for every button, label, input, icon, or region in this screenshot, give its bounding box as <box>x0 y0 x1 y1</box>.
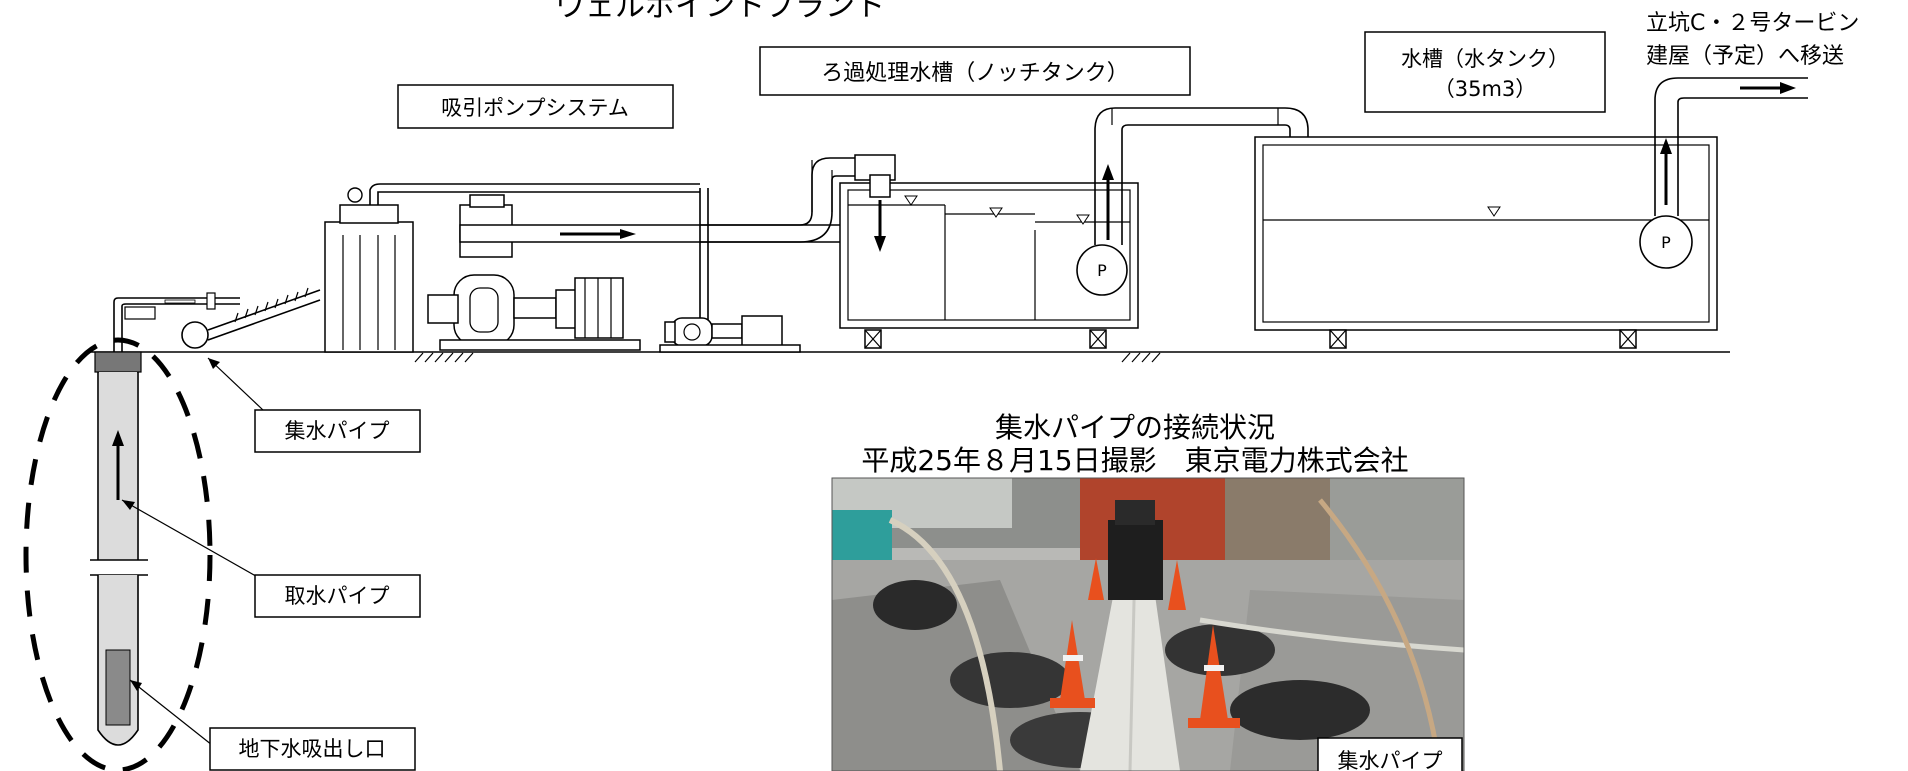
well-dashed-circle <box>23 337 213 771</box>
label-water-tank: 水槽（水タンク） （35m3） <box>1364 31 1606 113</box>
svg-text:地下水吸出し口: 地下水吸出し口 <box>239 737 386 761</box>
callout-intake-pipe: 取水パイプ <box>121 499 421 618</box>
overhead-pipe <box>459 224 901 243</box>
photo-caption-title: 集水パイプの接続状況 <box>995 411 1275 444</box>
water-tank: P <box>1254 77 1808 349</box>
svg-text:集水パイプ: 集水パイプ <box>285 419 390 443</box>
well-pipe <box>90 297 160 746</box>
label-suction-pump-system: 吸引ポンプシステム <box>397 84 674 129</box>
suction-pump-system <box>324 183 901 353</box>
callout-collection-pipe: 集水パイプ <box>207 357 421 453</box>
svg-text:吸引ポンプシステム: 吸引ポンプシステム <box>441 96 629 120</box>
photo-inner-label: 集水パイプ <box>1338 749 1443 771</box>
svg-text:取水パイプ: 取水パイプ <box>285 584 390 608</box>
diagram-title: ウェルポイントプラント <box>555 0 885 24</box>
label-destination: 立坑C・２号タービン 建屋（予定）へ移送 <box>1646 11 1859 69</box>
photo-caption-date: 平成25年８月15日撮影 東京電力株式会社 <box>861 444 1408 477</box>
svg-text:（35m3）: （35m3） <box>1434 77 1537 101</box>
ground-line <box>90 351 1730 363</box>
pump-label-2: P <box>1661 233 1671 252</box>
svg-text:立坑C・２号タービン: 立坑C・２号タービン <box>1646 11 1859 36</box>
label-filter-tank: ろ過処理水槽（ノッチタンク） <box>759 46 1191 96</box>
svg-text:水槽（水タンク）: 水槽（水タンク） <box>1401 47 1569 71</box>
header-pipe <box>124 287 321 349</box>
svg-text:ろ過処理水槽（ノッチタンク）: ろ過処理水槽（ノッチタンク） <box>821 61 1129 86</box>
svg-text:建屋（予定）へ移送: 建屋（予定）へ移送 <box>1646 44 1844 69</box>
filter-tank: P <box>839 130 1139 349</box>
pump-label: P <box>1097 261 1107 280</box>
callout-groundwater-outlet: 地下水吸出し口 <box>129 679 416 771</box>
site-photo: 集水パイプ <box>831 477 1465 771</box>
